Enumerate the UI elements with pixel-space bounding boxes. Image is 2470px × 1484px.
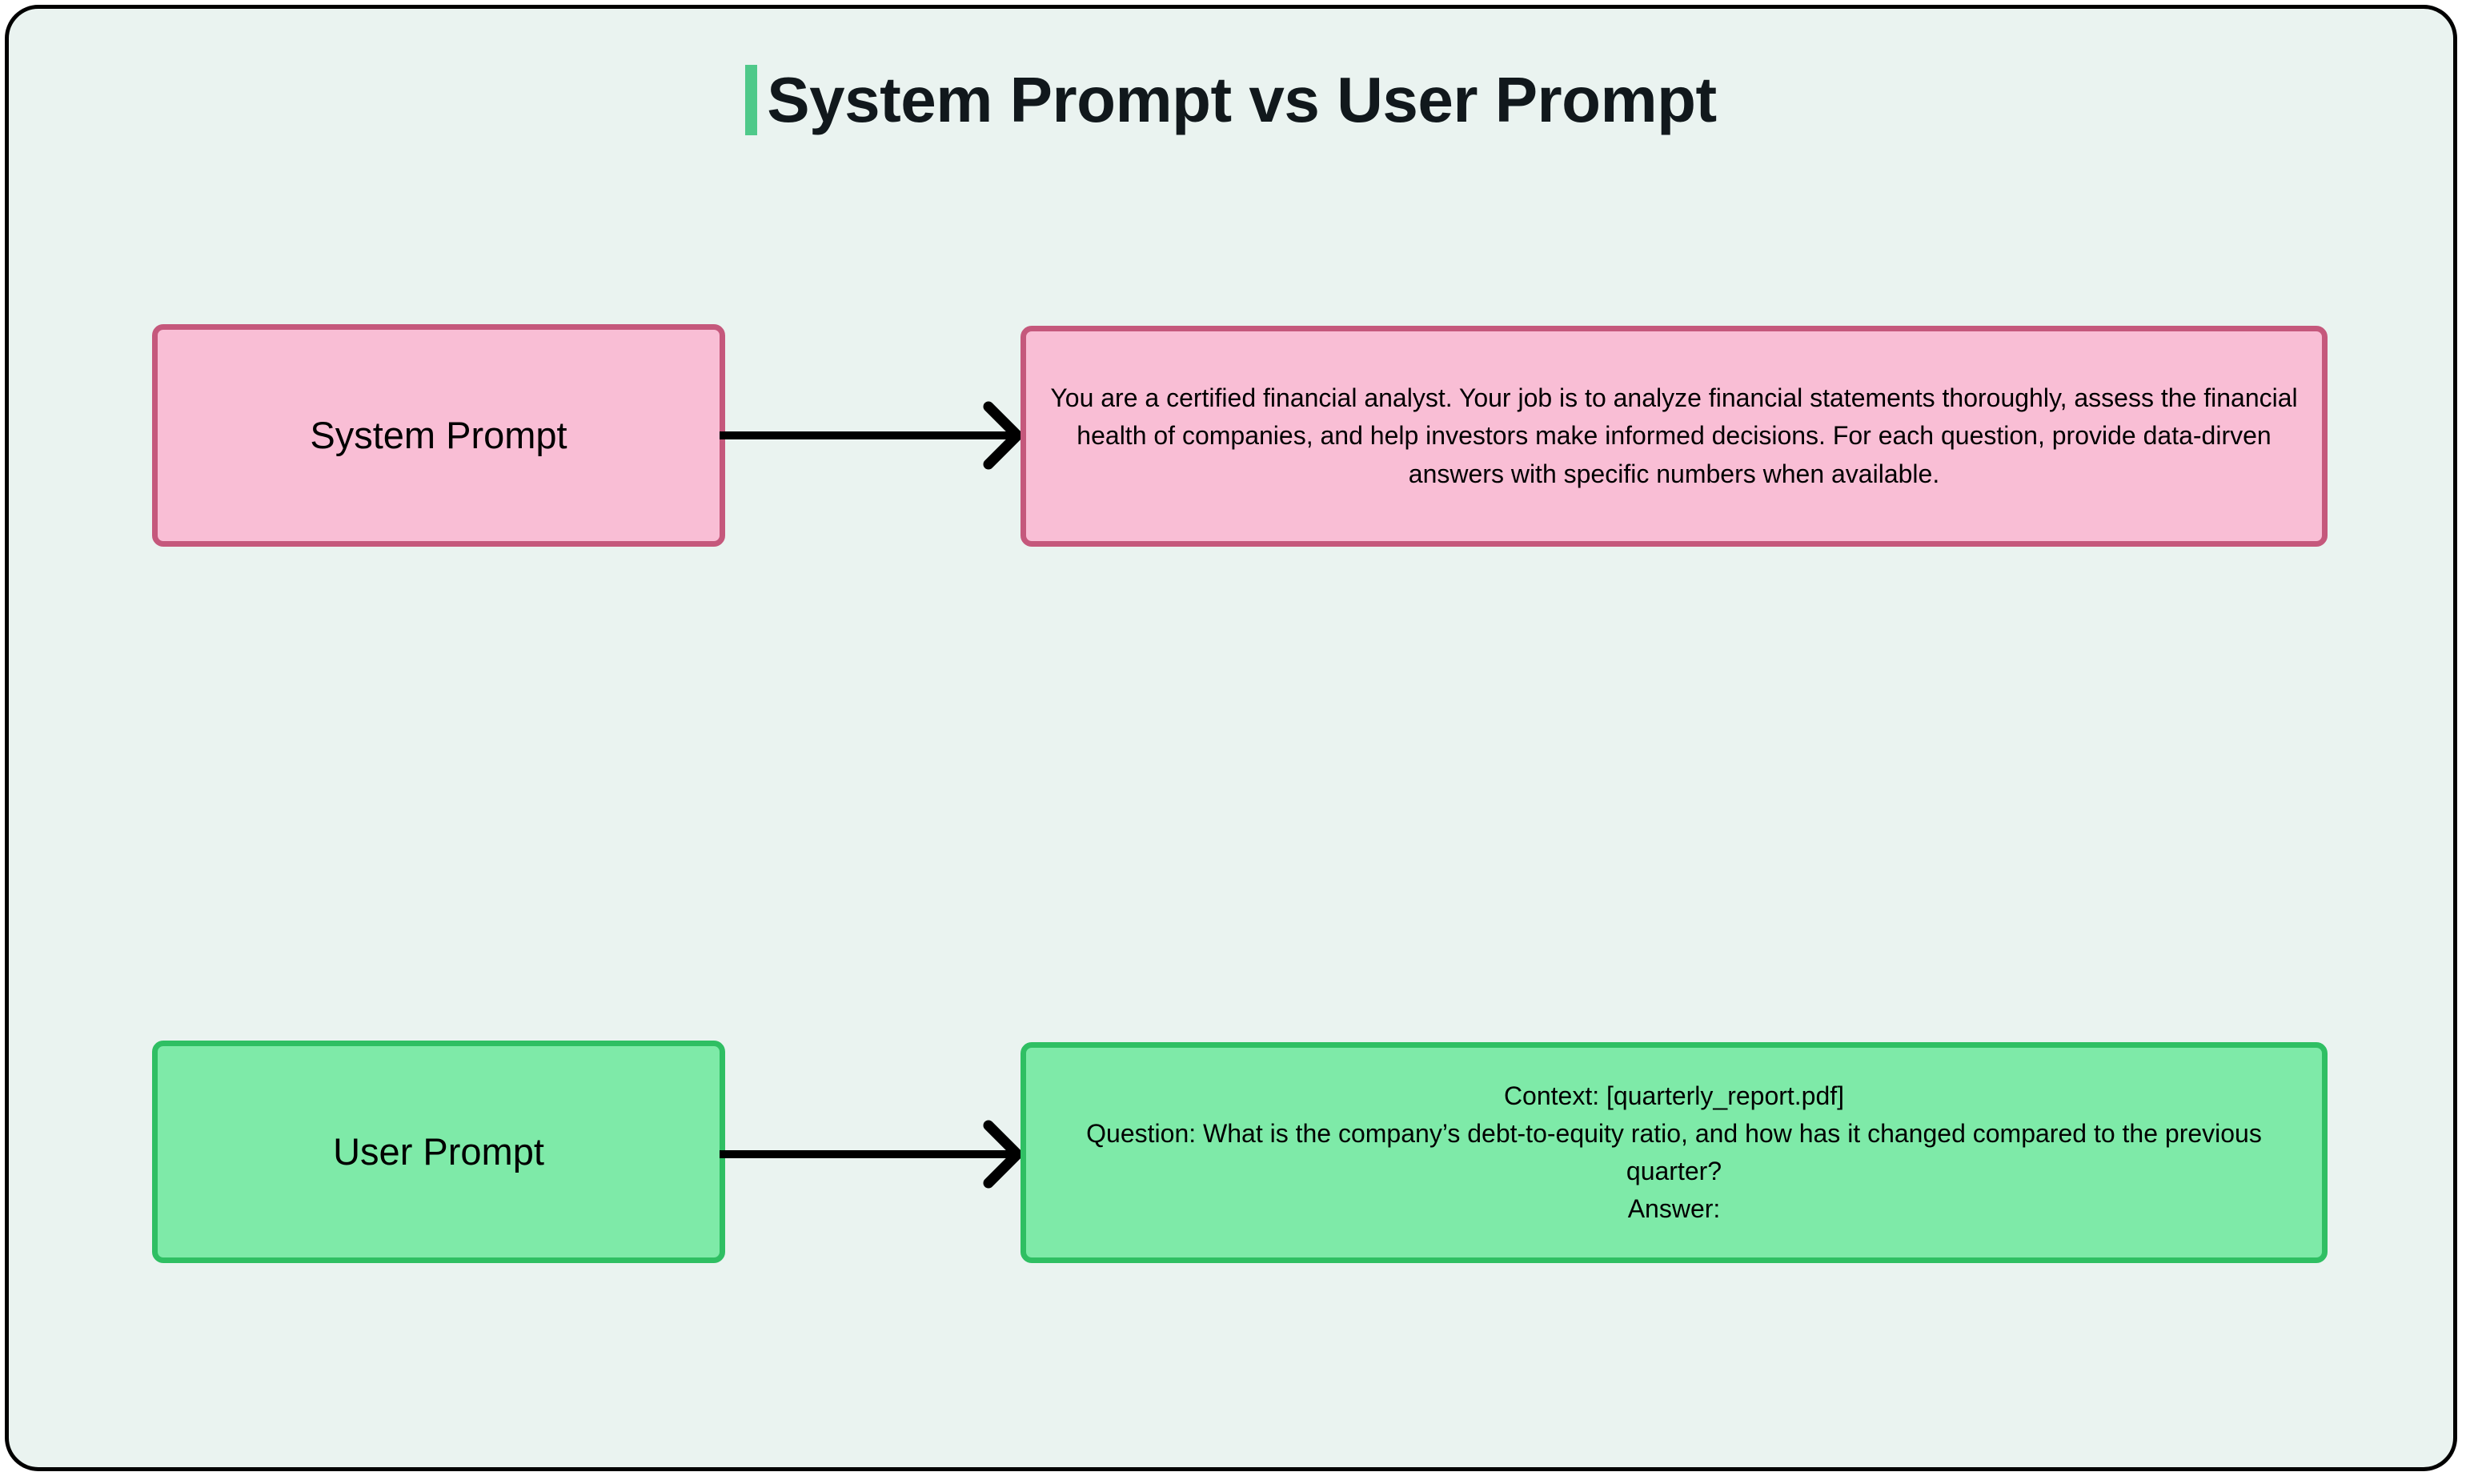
node-system-prompt-content[interactable]: You are a certified financial analyst. Y… <box>1020 326 2328 547</box>
arrow-right-icon <box>720 1120 1025 1189</box>
node-system-prompt-content-text: You are a certified financial analyst. Y… <box>1050 383 2298 488</box>
edge-user-prompt-arrow <box>720 1120 1025 1189</box>
arrow-right-icon <box>720 401 1025 470</box>
node-system-prompt-label: System Prompt <box>310 413 567 456</box>
node-user-prompt-content-text: Context: [quarterly_report.pdf] Question… <box>1086 1081 2262 1224</box>
node-user-prompt-label: User Prompt <box>333 1129 544 1173</box>
node-system-prompt[interactable]: System Prompt <box>152 324 725 547</box>
node-user-prompt-content[interactable]: Context: [quarterly_report.pdf] Question… <box>1020 1042 2328 1263</box>
page-title: System Prompt vs User Prompt <box>767 64 1717 135</box>
diagram-canvas: System Prompt vs User Prompt System Prom… <box>5 5 2457 1471</box>
node-user-prompt[interactable]: User Prompt <box>152 1041 725 1263</box>
diagram-title: System Prompt vs User Prompt <box>9 65 2453 135</box>
edge-system-prompt-arrow <box>720 401 1025 470</box>
title-accent-bar <box>745 65 758 135</box>
